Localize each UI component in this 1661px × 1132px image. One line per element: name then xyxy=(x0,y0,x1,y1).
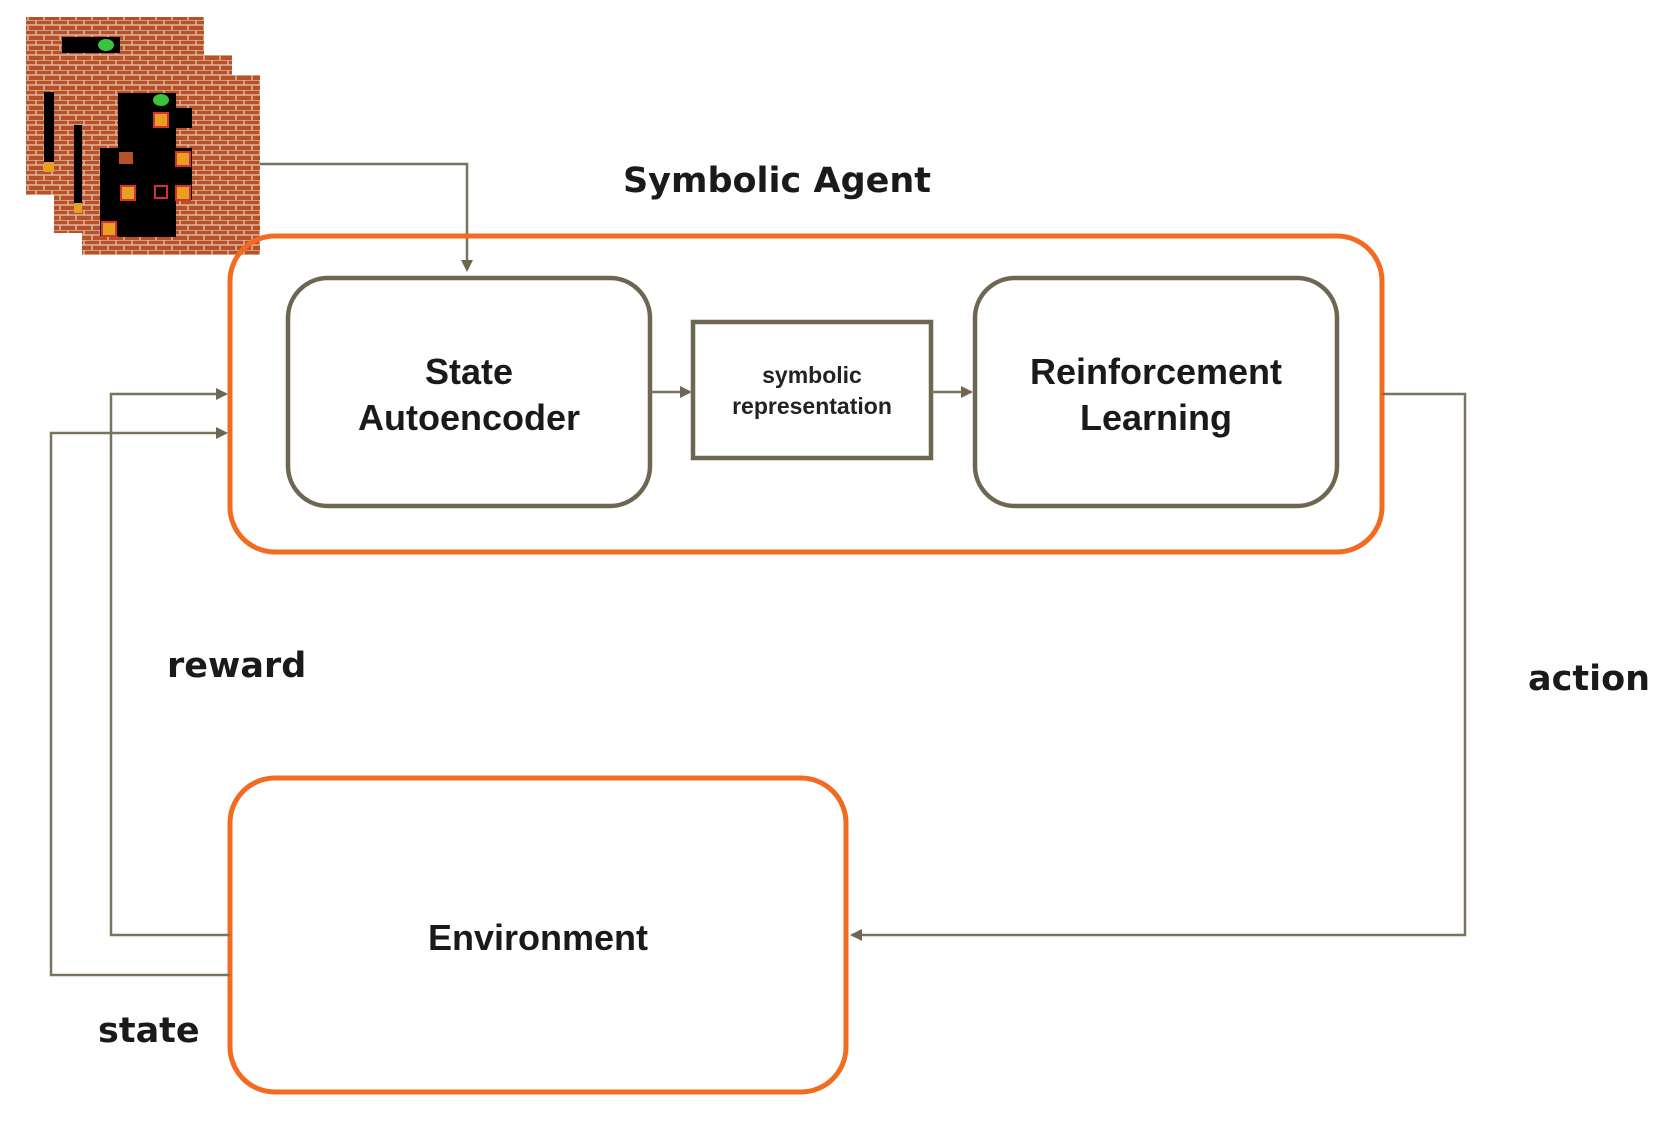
symbolic-representation-line2: representation xyxy=(732,393,892,419)
reward-label: reward xyxy=(167,646,306,686)
state-label: state xyxy=(98,1011,200,1051)
reinforcement-learning-box: Reinforcement Learning xyxy=(972,275,1340,509)
environment-label: Environment xyxy=(428,917,648,958)
reinforcement-learning-line2: Learning xyxy=(1080,397,1232,438)
game-frames xyxy=(26,17,260,255)
symbolic-representation-line1: symbolic xyxy=(762,362,862,388)
game-frame-front xyxy=(82,75,260,255)
action-label: action xyxy=(1528,659,1650,699)
state-autoencoder-box: State Autoencoder xyxy=(285,275,653,509)
reinforcement-learning-line1: Reinforcement xyxy=(1030,351,1282,392)
diagram-title: Symbolic Agent xyxy=(623,161,931,201)
action-arrow xyxy=(850,392,1467,941)
environment-box: Environment xyxy=(227,775,849,1095)
frames-to-autoencoder-arrow xyxy=(260,162,473,272)
state-arrow xyxy=(49,427,230,977)
state-autoencoder-line1: State xyxy=(425,351,513,392)
reward-arrow xyxy=(109,388,230,937)
state-autoencoder-line2: Autoencoder xyxy=(358,397,580,438)
symbolic-representation-box: symbolic representation xyxy=(690,319,934,461)
